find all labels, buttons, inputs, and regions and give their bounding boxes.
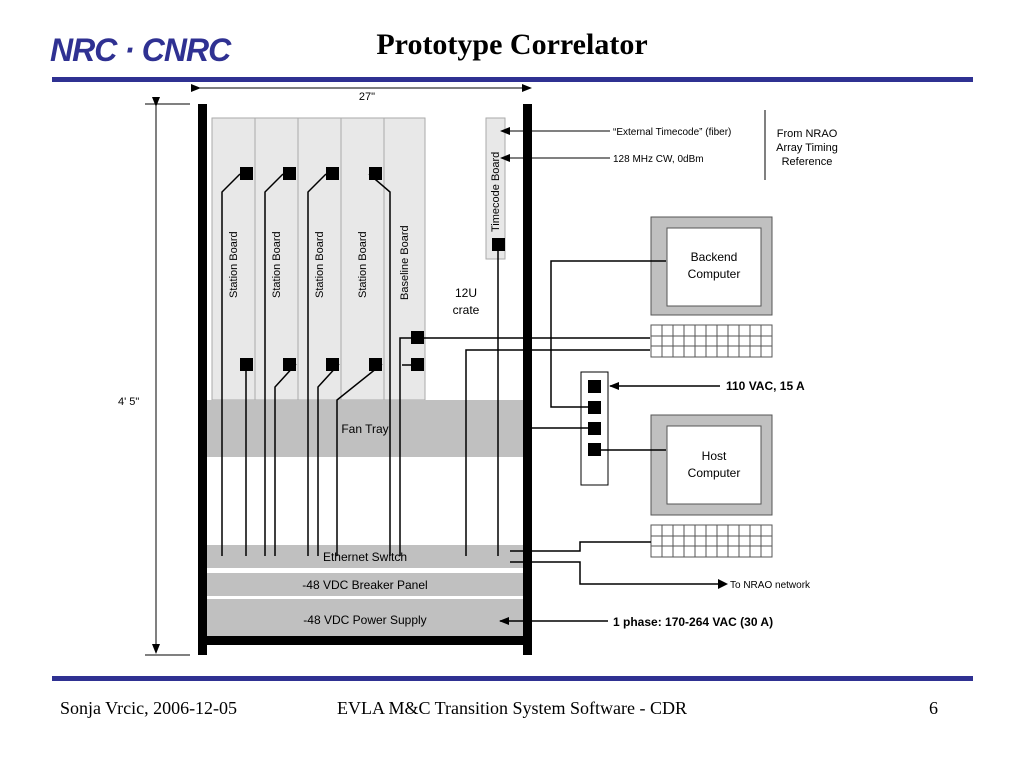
station-board-2-label: Station Board: [271, 231, 283, 298]
mhz-signal-label: 128 MHz CW, 0dBm: [613, 154, 704, 165]
height-dimension: 4' 5": [118, 97, 190, 656]
height-label: 4' 5": [118, 396, 139, 408]
breaker-panel-label: -48 VDC Breaker Panel: [302, 578, 427, 592]
host-keyboard: [650, 524, 773, 558]
nrao-ref-line3: Reference: [782, 156, 833, 168]
power-supply: -48 VDC Power Supply: [207, 599, 523, 636]
to-network-label: To NRAO network: [730, 580, 811, 591]
external-timecode-label: “External Timecode” (fiber): [613, 127, 731, 138]
bottom-divider: [52, 676, 973, 681]
footer-presentation: EVLA M&C Transition System Software - CD…: [336, 698, 688, 718]
phase-power-label: 1 phase: 170-264 VAC (30 A): [613, 615, 773, 629]
backend-label-line1: Backend: [691, 250, 738, 264]
station-board-1-label: Station Board: [228, 231, 240, 298]
backend-label-line2: Computer: [688, 267, 741, 281]
breaker-panel: -48 VDC Breaker Panel: [207, 573, 523, 596]
logo-text: NRC · CNRC: [50, 32, 232, 68]
host-label-line2: Computer: [688, 466, 741, 480]
host-label-line1: Host: [702, 449, 727, 463]
footer-page-number: 6: [929, 698, 938, 718]
baseline-board: Baseline Board: [383, 117, 426, 401]
timecode-board-label: Timecode Board: [490, 152, 502, 232]
crate-label-line2: crate: [453, 303, 480, 317]
internal-cables: [221, 173, 650, 556]
backend-keyboard: [650, 324, 773, 358]
host-computer: Host Computer: [650, 414, 773, 516]
timing-inputs: “External Timecode” (fiber) 128 MHz CW, …: [500, 110, 838, 180]
board-connectors: [240, 167, 505, 371]
ethernet-switch-label: Ethernet Switch: [323, 550, 407, 564]
fan-tray-label: Fan Tray: [341, 422, 388, 436]
width-dimension: 27": [191, 84, 532, 103]
timecode-board: Timecode Board: [485, 117, 506, 260]
backend-computer: Backend Computer: [650, 216, 773, 316]
footer-author-date: Sonja Vrcic, 2006-12-05: [60, 698, 238, 718]
width-label: 27": [359, 91, 375, 103]
nrao-ref-line1: From NRAO: [777, 128, 838, 140]
page-title: Prototype Correlator: [376, 28, 648, 61]
power-supply-label: -48 VDC Power Supply: [303, 613, 426, 627]
top-divider: [52, 77, 973, 82]
network-arrowhead: [718, 579, 728, 589]
station-board-1: Station Board: [211, 117, 256, 401]
crate-label-line1: 12U: [455, 286, 477, 300]
station-board-4: Station Board: [340, 117, 385, 401]
external-cables: [510, 260, 718, 585]
nrc-cnrc-logo: NRC · CNRC: [50, 32, 233, 68]
nrao-ref-line2: Array Timing: [776, 142, 838, 154]
rack-frame: [198, 104, 532, 655]
station-board-3-label: Station Board: [314, 231, 326, 298]
baseline-board-label: Baseline Board: [399, 225, 411, 300]
ethernet-switch: Ethernet Switch: [207, 545, 523, 568]
fan-tray: Fan Tray: [207, 400, 523, 457]
station-board-2: Station Board: [254, 117, 299, 401]
power-110-label: 110 VAC, 15 A: [726, 379, 805, 393]
station-board-3: Station Board: [297, 117, 342, 401]
station-board-4-label: Station Board: [357, 231, 369, 298]
